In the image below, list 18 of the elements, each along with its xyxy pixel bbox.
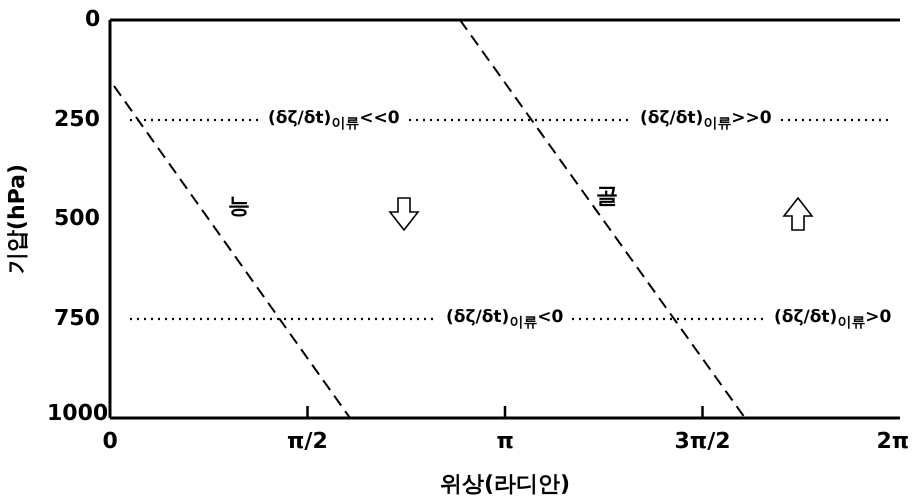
tick-label: 2π <box>876 431 910 453</box>
tick-label: π <box>496 431 514 453</box>
tick-label: 500 <box>54 208 100 230</box>
tick-label: π/2 <box>287 431 328 453</box>
axis-title: 위상(라디안) <box>440 474 570 496</box>
tick-label: 3π/2 <box>674 431 731 453</box>
axis-title: 기압(hPa) <box>7 164 30 274</box>
trough-label: 골 <box>596 186 618 208</box>
advection-expression: (δζ/δt)$_{이류}$>>0 <box>640 110 772 130</box>
tick-label: 750 <box>54 308 100 330</box>
ridge-label: 능 <box>228 196 250 218</box>
advection-expression: (δζ/δt)$_{이류}$<0 <box>446 308 564 330</box>
tick-label: 1000 <box>47 403 108 425</box>
advection-expression: (δζ/δt)$_{이류}$>0 <box>774 308 892 330</box>
tick-label: 0 <box>85 9 100 31</box>
advection-expression: (δζ/δt)$_{이류}$<<0 <box>268 110 400 130</box>
tick-label: 250 <box>54 109 100 131</box>
tick-label: 0 <box>102 431 118 453</box>
